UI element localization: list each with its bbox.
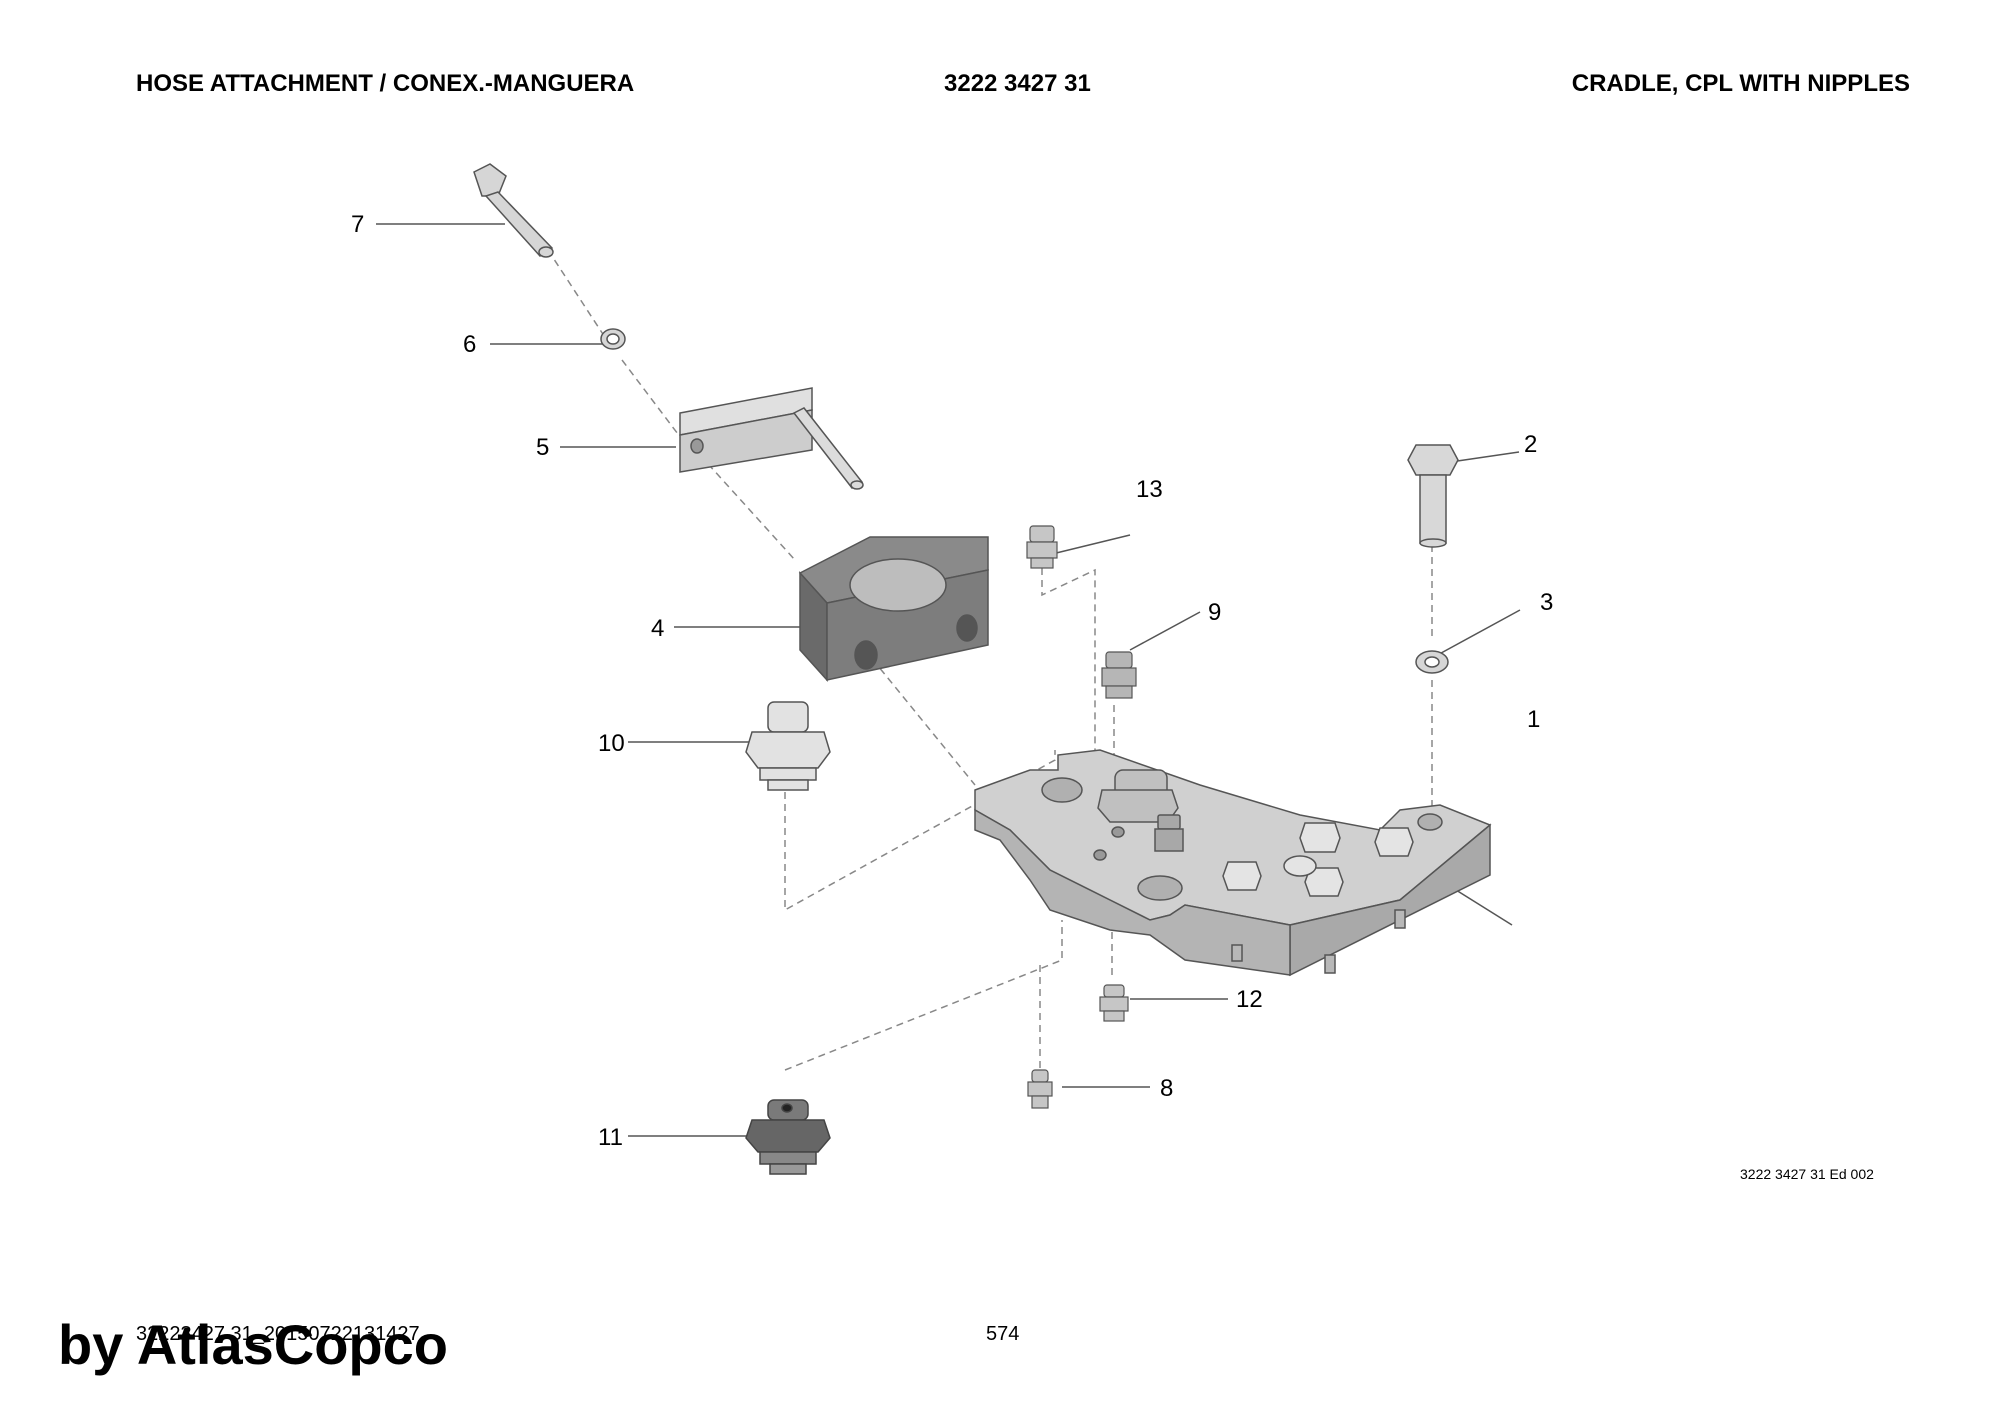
callout-7: 7 <box>351 211 364 238</box>
page-number: 574 <box>986 1323 1020 1345</box>
callout-1: 1 <box>1527 706 1540 733</box>
callout-8: 8 <box>1160 1075 1173 1102</box>
washer-part-6 <box>600 328 626 350</box>
drawing-reference: 3222 3427 31 Ed 002 <box>1740 1166 1874 1182</box>
footer-document-code: 32223427 31_20150722131427 <box>136 1323 420 1345</box>
plate-part-5 <box>679 387 864 490</box>
nipple-part-9 <box>1101 651 1137 699</box>
assembly-lines <box>547 249 1433 1071</box>
part-description: CRADLE, CPL WITH NIPPLES <box>1571 70 1910 97</box>
part-number: 3222 3427 31 <box>944 70 1091 97</box>
nipple-part-12 <box>1099 984 1129 1022</box>
fitting-part-11 <box>745 1099 831 1175</box>
cradle-plate-part-1 <box>974 749 1492 977</box>
callout-4: 4 <box>651 615 664 642</box>
washer-part-3 <box>1415 650 1449 674</box>
fitting-part-10 <box>745 701 831 791</box>
leader-lines <box>376 223 1521 1137</box>
callout-11: 11 <box>598 1124 623 1151</box>
bolt-part-7 <box>473 163 554 258</box>
callout-5: 5 <box>536 434 549 461</box>
callout-3: 3 <box>1540 589 1553 616</box>
callout-6: 6 <box>463 331 476 358</box>
nipple-part-13 <box>1026 525 1058 569</box>
callout-9: 9 <box>1208 599 1221 626</box>
callout-13: 13 <box>1136 476 1163 503</box>
watermark: by AtlasCopco <box>58 1313 448 1376</box>
bolt-part-2 <box>1407 444 1459 548</box>
diagram-title: HOSE ATTACHMENT / CONEX.-MANGUERA <box>136 70 635 97</box>
clamp-block-part-4 <box>798 536 989 682</box>
callout-2: 2 <box>1524 431 1537 458</box>
callout-12: 12 <box>1236 986 1263 1013</box>
callout-10: 10 <box>598 730 625 757</box>
nipple-part-8 <box>1027 1069 1053 1109</box>
